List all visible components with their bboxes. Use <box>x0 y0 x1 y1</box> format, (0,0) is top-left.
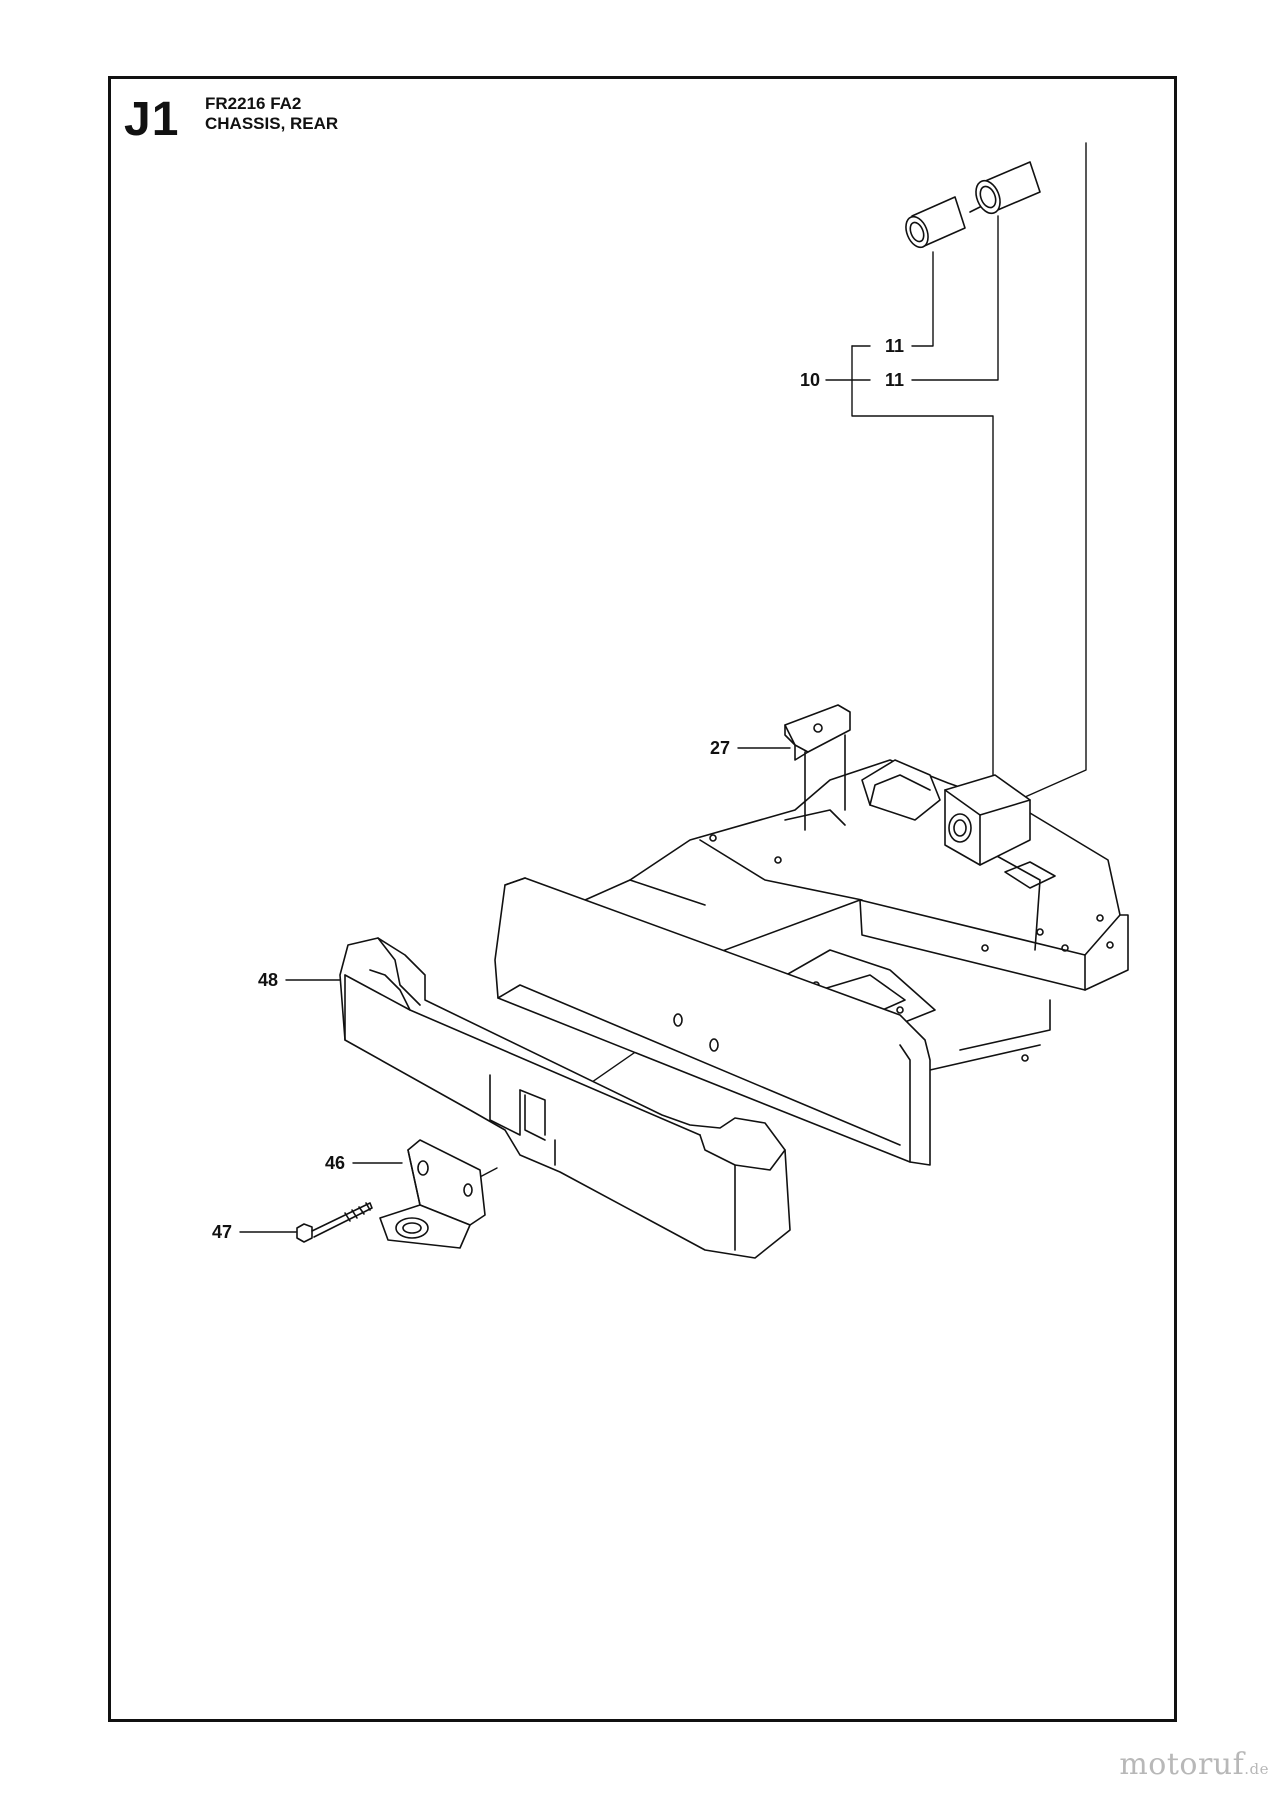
callout-labels: 11 11 10 27 48 46 47 <box>212 336 904 1242</box>
model-number: FR2216 FA2 <box>205 94 302 113</box>
callout-27: 27 <box>710 738 730 758</box>
callout-46: 46 <box>325 1153 345 1173</box>
callout-11a: 11 <box>885 336 904 356</box>
bolt-47 <box>296 1202 373 1243</box>
callout-48: 48 <box>258 970 278 990</box>
leader-lines <box>239 142 1087 1233</box>
rear-chassis-frame <box>584 759 1129 1071</box>
sheet-code: J1 <box>124 93 180 146</box>
watermark-logo: motoruf.de <box>1119 1747 1269 1782</box>
watermark-brand: motoruf <box>1119 1747 1245 1782</box>
rear-weight-48 <box>339 937 791 1259</box>
callout-11b: 11 <box>885 370 904 390</box>
rear-bumper-plate <box>494 877 931 1166</box>
watermark-suffix: .de <box>1244 1760 1269 1778</box>
section-title: CHASSIS, REAR <box>205 114 339 133</box>
bracket-27 <box>784 704 851 831</box>
drawing-frame <box>108 76 1177 1722</box>
bushing-large <box>975 161 1041 215</box>
callout-10: 10 <box>800 370 820 390</box>
model-title: FR2216 FA2 CHASSIS, REAR <box>205 94 338 134</box>
callout-47: 47 <box>212 1222 232 1242</box>
bushing-small <box>905 196 983 249</box>
hitch-plate-46 <box>379 1139 486 1249</box>
